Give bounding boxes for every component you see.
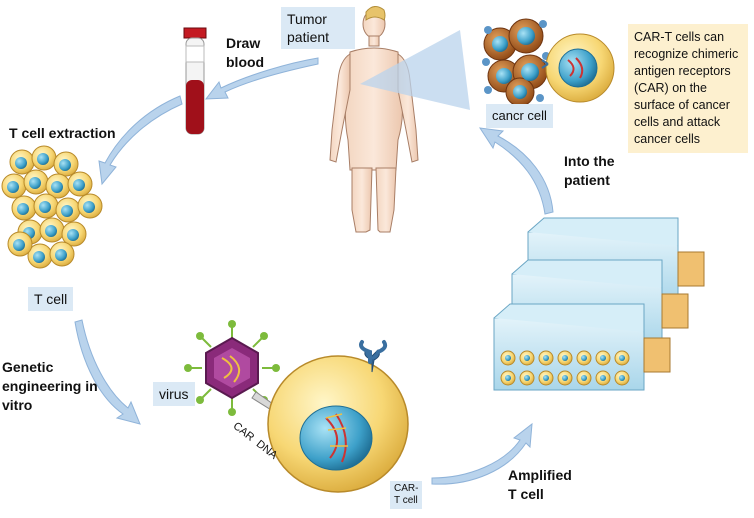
arrow-tcells-to-engineering <box>74 319 141 425</box>
t-cell-extraction-label: T cell extraction <box>9 125 116 141</box>
arrow-cart-to-flasks <box>431 422 533 485</box>
t-cell <box>23 169 49 195</box>
virus-icon <box>184 320 280 416</box>
t-cell <box>67 171 93 197</box>
arrow-patient-to-tube <box>204 57 319 100</box>
blood-tube-icon <box>183 27 207 135</box>
t-cell <box>61 221 87 247</box>
cancer-cell-icon <box>482 18 550 107</box>
t-cell <box>9 149 35 175</box>
t-cell <box>27 243 53 269</box>
cancer-cell-label: cancr cell <box>486 104 553 128</box>
t-cell <box>11 195 37 221</box>
flask <box>493 303 671 391</box>
t-cell <box>45 173 71 199</box>
t-cell <box>7 231 33 257</box>
t-cell <box>55 197 81 223</box>
t-cell-cluster-icon <box>1 145 103 269</box>
t-cell <box>53 151 79 177</box>
t-cell-label: T cell <box>28 287 74 311</box>
draw-blood-label: Draw blood <box>226 35 265 70</box>
t-cell <box>49 241 75 267</box>
t-cell <box>77 193 103 219</box>
arrow-flasks-to-patient <box>478 127 554 215</box>
t-cell <box>1 173 27 199</box>
genetic-engineering-label: Genetic engineering in vitro <box>2 359 98 413</box>
culture-flask-icon <box>493 217 705 391</box>
t-cell <box>39 217 65 243</box>
car-t-cell-icon <box>267 340 409 493</box>
arrow-tube-to-tcells <box>98 95 183 186</box>
into-the-patient-label: Into the patient <box>564 153 615 188</box>
virus-label: virus <box>153 382 195 406</box>
t-cell <box>31 145 57 171</box>
zoom-beam <box>360 30 470 110</box>
car-t-attacking-cell-icon <box>541 33 615 103</box>
tumor-patient-label: Tumor patient <box>281 7 355 49</box>
car-t-cell-label: CAR- T cell <box>390 481 423 509</box>
t-cell <box>33 193 59 219</box>
car-t-info-note: CAR-T cells can recognize chimeric antig… <box>628 24 748 153</box>
amplified-t-cell-label: Amplified T cell <box>508 467 572 502</box>
